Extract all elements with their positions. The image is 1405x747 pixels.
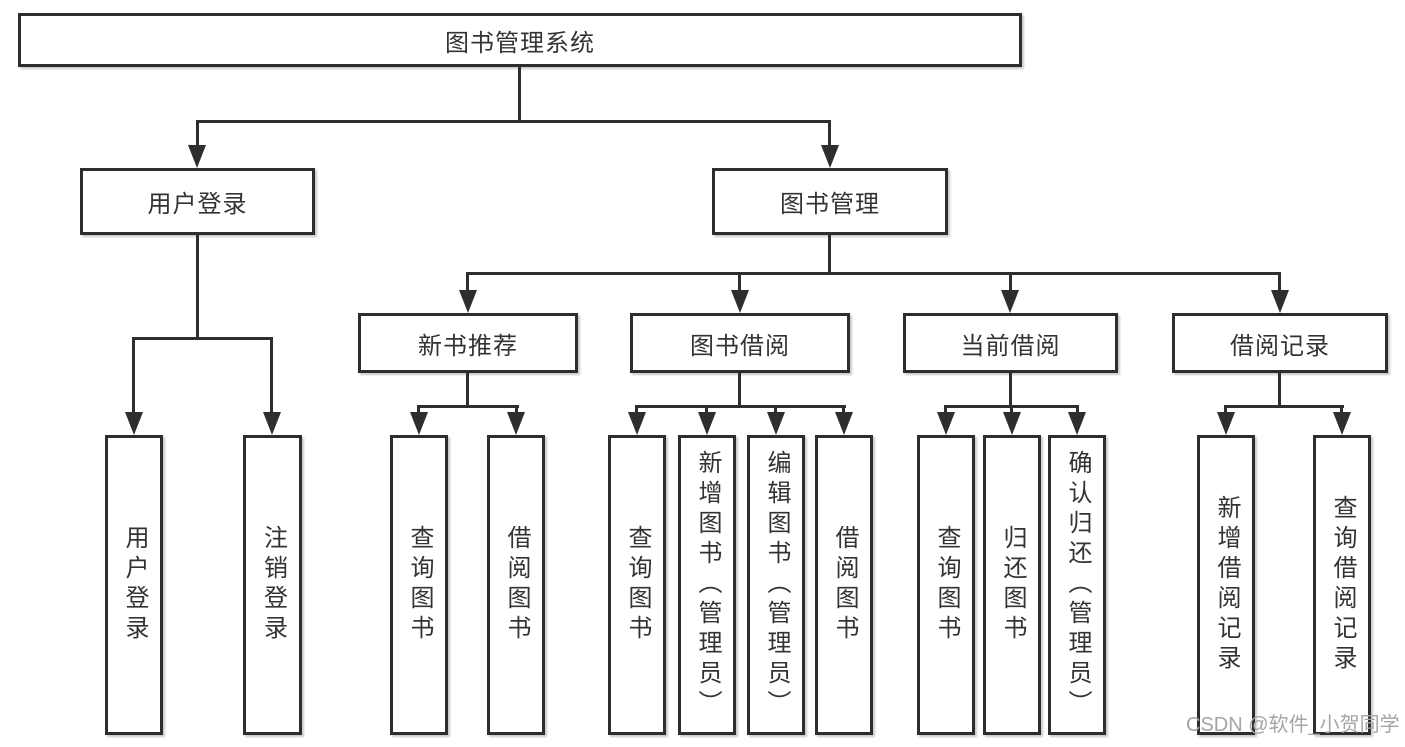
connector-line: [635, 405, 638, 414]
leaf-records-add-record: 新增借阅记录: [1197, 435, 1255, 735]
connector-line: [1010, 405, 1013, 414]
arrow-down-icon: [188, 145, 206, 168]
connector-line: [1340, 405, 1343, 414]
connector-line: [635, 405, 846, 408]
arrow-down-icon: [731, 290, 749, 313]
connector-line: [132, 340, 135, 413]
arrow-down-icon: [628, 412, 646, 435]
node-current-borrowing: 当前借阅: [903, 313, 1118, 373]
leaf-current-confirm-return-admin: 确认归还（管理员）: [1048, 435, 1106, 735]
connector-line: [417, 405, 420, 414]
connector-line: [1278, 373, 1281, 408]
leaf-borrowing-edit-books-admin: 编辑图书（管理员）: [747, 435, 805, 735]
leaf-newbooks-query-books: 查询图书: [390, 435, 448, 735]
arrow-down-icon: [835, 412, 853, 435]
arrow-down-icon: [410, 412, 428, 435]
connector-line: [132, 337, 273, 340]
arrow-down-icon: [1001, 290, 1019, 313]
connector-line: [466, 275, 469, 291]
connector-line: [196, 235, 199, 340]
leaf-borrowing-query-books: 查询图书: [608, 435, 666, 735]
connector-line: [1224, 405, 1344, 408]
arrow-down-icon: [698, 412, 716, 435]
connector-line: [1278, 275, 1281, 291]
connector-line: [738, 373, 741, 408]
connector-line: [466, 373, 469, 408]
arrow-down-icon: [1217, 412, 1235, 435]
connector-line: [944, 405, 947, 414]
connector-line: [828, 235, 831, 275]
arrow-down-icon: [507, 412, 525, 435]
connector-line: [774, 405, 777, 414]
node-book-borrowing: 图书借阅: [630, 313, 850, 373]
arrow-down-icon: [1333, 412, 1351, 435]
connector-line: [1009, 275, 1012, 291]
connector-line: [515, 405, 518, 414]
node-new-book-recommend: 新书推荐: [358, 313, 578, 373]
connector-line: [196, 120, 831, 123]
node-book-management: 图书管理: [712, 168, 948, 235]
arrow-down-icon: [937, 412, 955, 435]
leaf-current-query-books: 查询图书: [917, 435, 975, 735]
connector-line: [270, 340, 273, 413]
connector-line: [1076, 405, 1079, 414]
leaf-records-query-record: 查询借阅记录: [1313, 435, 1371, 735]
node-root: 图书管理系统: [18, 13, 1022, 67]
arrow-down-icon: [1068, 412, 1086, 435]
connector-line: [828, 122, 831, 146]
connector-line: [466, 272, 1281, 275]
connector-line: [196, 122, 199, 146]
connector-line: [417, 405, 519, 408]
connector-line: [705, 405, 708, 414]
node-borrow-records: 借阅记录: [1172, 313, 1388, 373]
leaf-current-return-books: 归还图书: [983, 435, 1041, 735]
csdn-watermark: CSDN @软件_小贺同学: [1186, 714, 1400, 736]
leaf-borrowing-add-books-admin: 新增图书（管理员）: [678, 435, 736, 735]
leaf-newbooks-borrow-books: 借阅图书: [487, 435, 545, 735]
node-user-login: 用户登录: [80, 168, 315, 235]
arrow-down-icon: [767, 412, 785, 435]
connector-line: [1224, 405, 1227, 414]
connector-line: [518, 67, 521, 123]
leaf-borrowing-borrow-books: 借阅图书: [815, 435, 873, 735]
connector-line: [738, 275, 741, 291]
connector-line: [842, 405, 845, 414]
leaf-user-login: 用户登录: [105, 435, 163, 735]
arrow-down-icon: [1003, 412, 1021, 435]
connector-line: [1009, 373, 1012, 408]
arrow-down-icon: [263, 412, 281, 435]
arrow-down-icon: [1271, 290, 1289, 313]
arrow-down-icon: [125, 412, 143, 435]
leaf-logout: 注销登录: [243, 435, 302, 735]
arrow-down-icon: [459, 290, 477, 313]
arrow-down-icon: [821, 145, 839, 168]
